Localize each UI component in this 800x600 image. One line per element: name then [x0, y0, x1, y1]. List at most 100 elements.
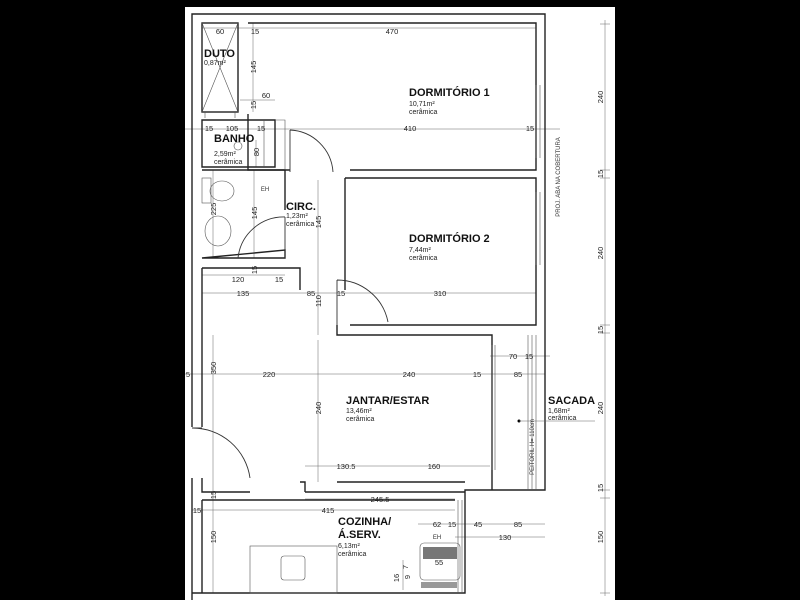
circ-area: 1,23m²: [286, 213, 308, 220]
dorm1-floor: cerâmica: [409, 109, 438, 116]
note-proj-aba: PROJ. ABA NA COBERTURA: [556, 137, 562, 217]
door-dormitorio-2: [336, 279, 389, 325]
dim-label: 70: [509, 352, 517, 361]
sacada-area: 1,68m²: [548, 408, 570, 415]
dim-label: 220: [263, 370, 276, 379]
dim-label: 15: [275, 275, 283, 284]
dim-label: 240: [403, 370, 416, 379]
heater-base: [421, 582, 457, 588]
dim-label: 7: [401, 565, 410, 569]
duto-name: DUTO: [204, 48, 235, 60]
kitchen-sink: [280, 555, 306, 581]
banho-floor: cerâmica: [214, 159, 243, 166]
dim-label: 245.5: [371, 495, 390, 504]
dim-label: 15: [249, 101, 258, 109]
banho-name: BANHO: [214, 133, 255, 145]
windows: [457, 85, 541, 593]
notes: PROJ. ABA NA COBERTURA PEITORIL H= 110cm…: [261, 137, 562, 541]
dim-label: 85: [307, 289, 315, 298]
dim-label: 145: [250, 207, 259, 220]
dim-label: 62: [433, 520, 441, 529]
dim-label: 15: [209, 491, 218, 499]
doors: [191, 129, 389, 479]
circ-floor: cerâmica: [286, 221, 315, 228]
cozinha-name-line2: Á.SERV.: [338, 528, 381, 541]
dim-label: 16: [392, 574, 401, 582]
dim-label: 45: [474, 520, 482, 529]
laundry-tank: [419, 542, 461, 581]
jantar-floor: cerâmica: [346, 416, 375, 423]
dim-label: 350: [209, 362, 218, 375]
dim-label: 150: [209, 531, 218, 544]
dim-label: 310: [434, 289, 447, 298]
dim-label: 60: [262, 91, 270, 100]
dim-label: 225: [209, 203, 218, 216]
dim-label: 150: [596, 531, 605, 544]
dim-label: 15: [257, 124, 265, 133]
dim-label: 15: [448, 520, 456, 529]
dim-label: 415: [322, 506, 335, 515]
jantar-name: JANTAR/ESTAR: [346, 395, 429, 407]
laundry-tank-shading: [423, 547, 457, 559]
sacada-name: SACADA: [548, 395, 595, 407]
dim-label: 410: [404, 124, 417, 133]
shower-icon: [233, 141, 243, 151]
dim-label: 470: [386, 27, 399, 36]
duto-area: 0,87m²: [204, 60, 226, 67]
dim-label: 15: [251, 27, 259, 36]
dim-label: 105: [226, 124, 239, 133]
dim-label: 110: [314, 295, 323, 307]
cozinha-area: 6,13m²: [338, 543, 360, 550]
dim-label: 160: [428, 462, 441, 471]
dim-label: 15: [525, 352, 533, 361]
dim-label: 130: [499, 533, 512, 542]
dim-label: 240: [596, 91, 605, 104]
dim-label: 135: [237, 289, 250, 298]
dim-label: 15: [473, 370, 481, 379]
dorm1-area: 10,71m²: [409, 101, 435, 108]
dim-label: 9: [403, 575, 412, 579]
dim-label: 240: [596, 247, 605, 260]
dim-label: 15: [250, 266, 259, 274]
toilet-tank: [201, 177, 212, 204]
kitchen-counter: [249, 545, 338, 594]
dim-label: 80: [252, 148, 261, 156]
dim-label: 145: [249, 61, 258, 74]
door-entrance: [191, 427, 251, 479]
dim-label: 85: [514, 370, 522, 379]
dim-label: 55: [435, 558, 443, 567]
dimension-labels: 60 15 470 145 60 15 15 105 15 410 15 80 …: [186, 27, 605, 582]
banho-area: 2,59m²: [214, 151, 236, 158]
dorm1-name: DORMITÓRIO 1: [409, 86, 490, 99]
dimension-lines: [185, 20, 610, 596]
dim-label: 15: [596, 484, 605, 492]
note-eh-banho: EH: [261, 187, 269, 193]
dim-label: 15: [526, 124, 534, 133]
door-banho: [237, 216, 286, 259]
dim-label: 85: [514, 520, 522, 529]
cozinha-name-line1: COZINHA/: [338, 516, 391, 528]
circ-name: CIRC.: [286, 201, 316, 213]
dorm2-floor: cerâmica: [409, 255, 438, 262]
dim-label: 240: [596, 402, 605, 415]
door-dormitorio-1: [289, 129, 334, 173]
dim-label: 15: [205, 124, 213, 133]
cozinha-floor: cerâmica: [338, 551, 367, 558]
dim-label: 15: [193, 506, 201, 515]
dim-label: 15: [596, 170, 605, 178]
dim-label: 145: [314, 216, 323, 229]
dim-label: 60: [216, 27, 224, 36]
room-labels: DUTO 0,87m² DORMITÓRIO 1 10,71m² cerâmic…: [204, 48, 595, 558]
dim-label: 240: [314, 402, 323, 415]
dorm2-name: DORMITÓRIO 2: [409, 232, 490, 245]
dim-label: 15: [337, 289, 345, 298]
toilet: [209, 180, 235, 202]
fixtures: [201, 141, 595, 594]
jantar-area: 13,46m²: [346, 408, 372, 415]
duct-shaft: [201, 22, 239, 118]
drawing-sheet: [185, 7, 615, 600]
dim-label: 15: [596, 326, 605, 334]
dim-label: 5: [186, 370, 190, 379]
washbasin: [204, 215, 232, 247]
